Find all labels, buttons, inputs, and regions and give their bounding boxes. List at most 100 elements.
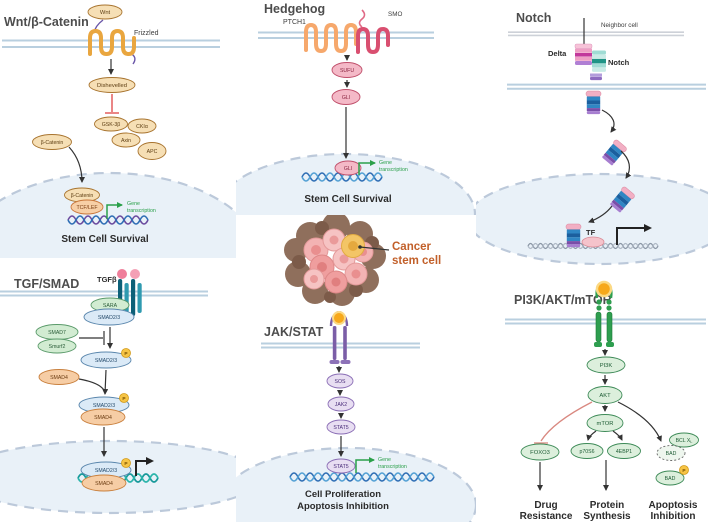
pi3k-panel-title: PI3K/AKT/mTOR	[514, 293, 612, 307]
jak-gene-transcription: Gene transcription	[355, 457, 407, 473]
notch-arrow-3	[588, 205, 613, 224]
gli-nuclear-node: GLI	[334, 160, 362, 176]
nicd-dna-fragment	[565, 223, 582, 248]
mtor-label: mTOR	[597, 421, 614, 427]
smurf2-label: Smurf2	[49, 344, 66, 350]
smad7-label: SMAD7	[48, 330, 66, 336]
wnt-pathway-panel: Wnt/β-Catenin Wnt Frizzled Dishevelled G…	[0, 4, 236, 258]
notch-receptor-label: Notch	[608, 58, 630, 67]
tcf-lef-label: TCF/LEF	[76, 205, 97, 211]
gene-label-line2: transcription	[127, 208, 156, 214]
pi3k-node: PI3K	[586, 356, 626, 374]
gene-label-line1: Gene	[379, 160, 392, 166]
gli-nuclear-label: GLI	[344, 166, 352, 172]
sos-node: SOS	[326, 373, 354, 389]
gli-node: GLI	[331, 89, 361, 105]
mtor-p70s6-arrow	[586, 430, 597, 441]
gli-label: GLI	[342, 95, 350, 101]
notch-nucleus	[476, 172, 708, 266]
smad23-phospho-node: SMAD2/3 P	[80, 348, 132, 369]
frizzled-receptor: Frizzled	[88, 19, 159, 65]
delta-ligand: Delta	[548, 43, 593, 65]
smad23-receptor-node: SMAD2/3	[83, 308, 135, 326]
smad23-receptor-label: SMAD2/3	[98, 315, 120, 321]
cytokine-ligand	[332, 311, 346, 325]
akt-label: AKT	[599, 393, 611, 399]
notch-panel-title: Notch	[516, 11, 551, 25]
gene-label-line1: Gene	[127, 201, 140, 207]
b-catenin-label: β-Catenin	[41, 140, 64, 146]
cancer-stem-cell-panel: Cancer stem cell	[284, 215, 441, 306]
4ebp1-label: 4EBP1	[616, 449, 632, 455]
smad23-phospho-label: SMAD2/3	[95, 358, 117, 364]
tcf-lef-node: TCF/LEF	[70, 199, 104, 215]
stat5-nuclear-label: STAT5	[333, 464, 348, 470]
destruction-complex: GSK-3β CKIα Axin APC	[94, 116, 167, 160]
smad-nuclear-complex: SMAD2/3 P SMAD4	[80, 458, 132, 492]
bclxl-node: BCL XL	[669, 432, 699, 448]
jak-outcome-line2: Apoptosis Inhibition	[297, 501, 389, 512]
wnt-ligand-label: Wnt	[100, 10, 111, 16]
drug-resistance-line1: Drug	[534, 500, 557, 511]
neighbor-cell-membrane: Neighbor cell	[508, 22, 684, 37]
jak-outcome-line1: Cell Proliferation	[305, 489, 381, 500]
tf-label: TF	[586, 228, 596, 237]
akt-bad-arrow	[617, 401, 662, 442]
jak2-node: JAK2	[327, 396, 355, 412]
bad-phospho-label: BAD	[665, 476, 676, 482]
tgfb-ligand-label: TGFβ	[97, 275, 117, 284]
foxo3-label: FOXO3	[530, 450, 550, 456]
sufu-node: SUFU	[331, 62, 363, 78]
hedgehog-panel-title: Hedgehog	[264, 2, 325, 16]
svg-text:BCL XL: BCL XL	[676, 438, 693, 444]
hh-outcome-label: Stem Cell Survival	[304, 194, 391, 205]
rtk-receptor	[594, 280, 614, 347]
notch-transcription-arrow	[616, 224, 652, 245]
notch-receptor: Notch	[590, 50, 630, 81]
tgf-panel-title: TGF/SMAD	[14, 277, 79, 291]
wnt-dna	[67, 215, 149, 225]
stat5-label: STAT5	[333, 425, 348, 431]
ckia-label: CKIα	[136, 124, 148, 130]
protein-synthesis-line1: Protein	[590, 500, 624, 511]
apc-label: APC	[147, 149, 158, 155]
notch-arrow-1	[601, 109, 617, 133]
mtor-node: mTOR	[586, 414, 624, 432]
b-catenin-nuclear-label: β-Catenin	[71, 193, 94, 199]
hedgehog-pathway-panel: Hedgehog PTCH1 SMO SUFU GLI GLI Gene tra…	[236, 2, 476, 215]
delta-label: Delta	[548, 49, 567, 58]
smad4-stack-label: SMAD4	[94, 415, 112, 421]
csc-annotation: Cancer stem cell	[358, 241, 441, 267]
bad-inactive-node: BAD	[656, 445, 686, 461]
b-catenin-node: β-Catenin	[32, 134, 72, 150]
tumor-mass	[284, 215, 386, 306]
phosphate-label: P	[682, 468, 686, 474]
frizzled-label: Frizzled	[134, 30, 159, 37]
sufu-label: SUFU	[340, 68, 354, 74]
4ebp1-node: 4EBP1	[607, 443, 641, 459]
wnt-nucleus	[0, 171, 236, 258]
gsk3b-label: GSK-3β	[102, 122, 121, 128]
sos-label: SOS	[335, 379, 346, 385]
bclxl-label: BCL X	[676, 438, 691, 444]
cytokine-receptor	[329, 310, 351, 364]
notch-arrow-2	[620, 150, 632, 179]
neighbor-cell-label: Neighbor cell	[601, 22, 638, 29]
ptch1-receptor: PTCH1	[283, 19, 358, 54]
phosphate-label: P	[124, 461, 128, 467]
csc-label-line2: stem cell	[392, 255, 441, 267]
apoptosis-inhibition-line2: Inhibition	[651, 511, 696, 522]
gene-label-line2: transcription	[378, 464, 407, 470]
wnt-panel-title: Wnt/β-Catenin	[4, 15, 89, 29]
sara-label: SARA	[103, 303, 118, 309]
nicd-membrane-fragment	[585, 90, 602, 115]
wnt-gene-transcription: Gene transcription	[106, 201, 156, 219]
jak2-label: JAK2	[335, 402, 348, 408]
smad4-join-line	[78, 378, 106, 393]
tgf-transcription-arrow	[135, 457, 154, 476]
smad7-smurf2-complex: SMAD7 Smurf2	[35, 324, 105, 354]
protein-synthesis-line2: Synthesis	[583, 511, 631, 522]
stat5-node: STAT5	[326, 419, 356, 435]
wnt-inhibition	[105, 94, 119, 114]
cancer-stem-cell	[341, 234, 365, 258]
